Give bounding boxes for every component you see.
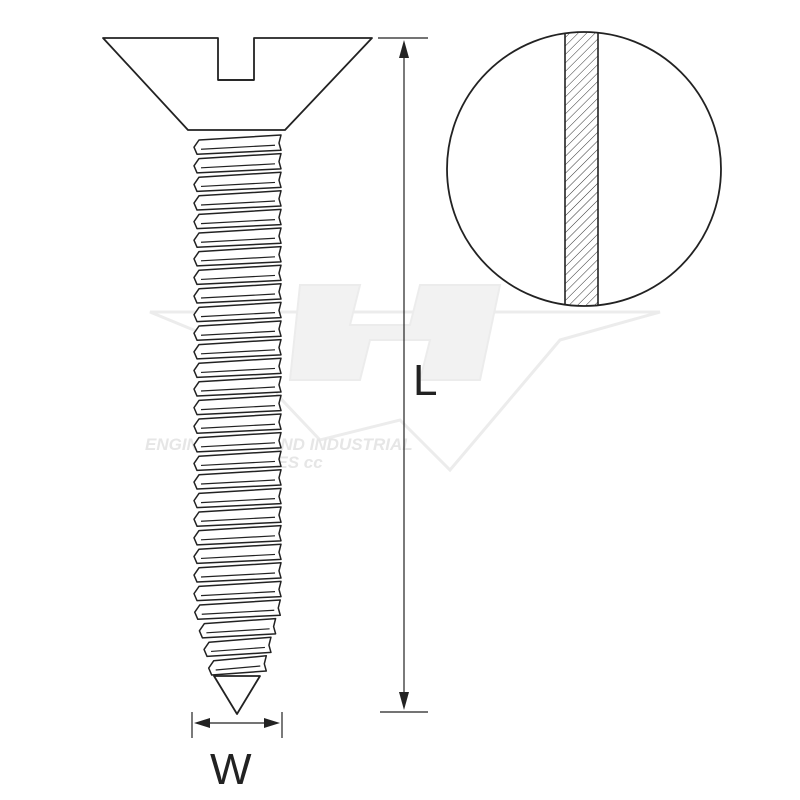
thread-ridge bbox=[193, 171, 282, 193]
thread-line bbox=[206, 628, 270, 634]
thread-ridge bbox=[193, 320, 282, 341]
thread-ridge bbox=[193, 376, 282, 397]
thread-line bbox=[200, 553, 276, 560]
thread-line bbox=[200, 423, 276, 429]
thread-ridge bbox=[193, 469, 282, 490]
thread-line bbox=[201, 609, 275, 615]
thread-line bbox=[200, 312, 276, 318]
thread-line bbox=[200, 219, 276, 225]
thread-line bbox=[200, 535, 276, 541]
thread-line bbox=[200, 479, 276, 485]
thread-line bbox=[200, 163, 276, 169]
thread-ridge bbox=[193, 245, 282, 267]
screw-head bbox=[102, 37, 373, 131]
thread-line bbox=[200, 237, 276, 243]
thread-ridge bbox=[203, 636, 272, 658]
thread-ridge bbox=[193, 152, 282, 174]
thread-ridge bbox=[193, 543, 282, 565]
countersunk-head bbox=[102, 37, 373, 131]
thread-line bbox=[200, 200, 276, 206]
thread-line bbox=[200, 572, 276, 578]
thread-ridge bbox=[193, 227, 282, 248]
width-dimension bbox=[191, 712, 283, 738]
thread-line bbox=[200, 181, 276, 188]
thread-ridge bbox=[193, 134, 282, 155]
thread-line bbox=[200, 516, 276, 522]
thread-line bbox=[200, 591, 276, 597]
length-dimension bbox=[378, 37, 428, 713]
thread-line bbox=[200, 498, 276, 504]
thread-ridge bbox=[198, 617, 277, 639]
thread-ridge bbox=[193, 338, 282, 360]
thread-ridge bbox=[193, 190, 282, 211]
thread-ridge bbox=[193, 562, 282, 583]
thread-ridge bbox=[193, 413, 282, 434]
thread-ridge bbox=[207, 655, 268, 676]
thread-line bbox=[200, 386, 276, 392]
length-arrow-bottom bbox=[399, 692, 409, 710]
thread-line bbox=[200, 330, 276, 336]
slot-hatch bbox=[564, 32, 599, 306]
thread-ridge bbox=[193, 506, 282, 527]
thread-line bbox=[200, 442, 276, 448]
screw-tip bbox=[213, 675, 261, 715]
thread-ridge bbox=[193, 394, 282, 416]
length-label: L bbox=[413, 356, 437, 405]
thread-ridge bbox=[193, 524, 282, 546]
thread-line bbox=[200, 293, 276, 299]
thread-line bbox=[200, 367, 276, 374]
thread-line bbox=[200, 256, 276, 262]
watermark-mark bbox=[288, 284, 502, 381]
thread-line bbox=[200, 144, 276, 150]
thread-ridge bbox=[193, 264, 282, 286]
thread-line bbox=[200, 349, 276, 355]
thread-line bbox=[211, 646, 265, 653]
thread-ridge bbox=[193, 580, 282, 602]
thread-ridge bbox=[194, 599, 281, 620]
thread-line bbox=[200, 274, 276, 281]
width-arrow-left bbox=[194, 718, 210, 728]
thread-line bbox=[200, 460, 276, 467]
thread-line bbox=[200, 405, 276, 411]
thread-ridge bbox=[193, 208, 282, 230]
screw-threads bbox=[193, 132, 282, 676]
head-top-view bbox=[446, 31, 722, 307]
length-arrow-top bbox=[399, 40, 409, 58]
thread-ridge bbox=[193, 301, 282, 323]
thread-ridge bbox=[193, 357, 282, 379]
thread-ridge bbox=[193, 450, 282, 472]
thread-ridge bbox=[193, 283, 282, 304]
thread-ridge bbox=[193, 431, 282, 453]
width-label: W bbox=[210, 745, 252, 794]
thread-line bbox=[215, 665, 261, 671]
thread-ridge bbox=[193, 487, 282, 509]
width-arrow-right bbox=[264, 718, 280, 728]
